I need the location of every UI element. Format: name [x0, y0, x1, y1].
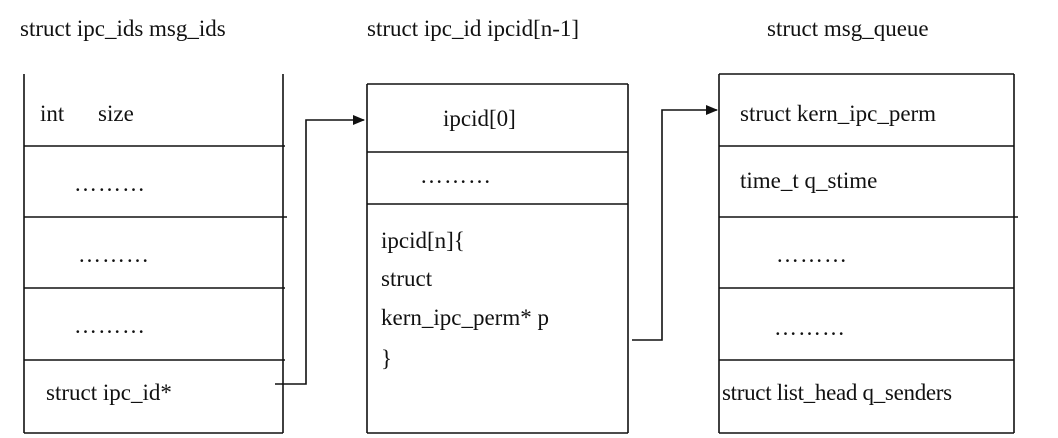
ipcid-ellipsis: ……… — [420, 163, 492, 188]
ipcid-first-entry: ipcid[0] — [443, 106, 516, 131]
ipcid-title: struct ipc_id ipcid[n-1] — [367, 16, 580, 41]
msg-ids-entries-pointer: struct ipc_id* — [46, 380, 172, 405]
pointer-arrow-ipcid-to-msg-queue — [632, 105, 718, 341]
size-type: int — [40, 101, 65, 126]
msg-ids-ellipsis-3: ……… — [74, 313, 146, 338]
msg-ids-ellipsis-1: ……… — [74, 171, 146, 196]
msg-queue-senders: struct list_head q_senders — [722, 380, 952, 405]
ipcid-box — [366, 83, 629, 434]
ipcid-nth-entry-line-4: } — [381, 346, 393, 371]
ipcid-nth-entry-line-3: kern_ipc_perm* p — [381, 305, 549, 330]
ipcid-nth-entry-line-1: ipcid[n]{ — [381, 228, 465, 253]
msg-ids-row-size: int size — [40, 102, 134, 125]
pointer-arrow-msg-ids-to-ipcid — [275, 115, 365, 385]
msg-queue-stime: time_t q_stime — [740, 168, 878, 193]
msg-queue-ellipsis-1: ……… — [776, 242, 848, 267]
msg-queue-title: struct msg_queue — [767, 16, 929, 41]
msg-queue-ellipsis-2: ……… — [774, 315, 846, 340]
msg-queue-perm: struct kern_ipc_perm — [740, 101, 937, 126]
msg-ids-title: struct ipc_ids msg_ids — [20, 16, 226, 41]
msg-ids-ellipsis-2: ……… — [78, 242, 150, 267]
size-field: size — [98, 101, 134, 126]
msg-queue-box — [718, 73, 1018, 434]
msg-ids-box — [23, 74, 287, 434]
ipcid-nth-entry-line-2: struct — [381, 266, 433, 291]
